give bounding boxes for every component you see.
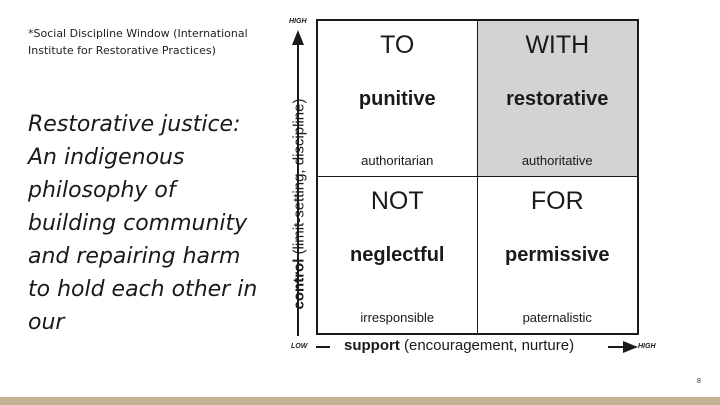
y-axis-arrowhead [292,30,304,45]
y-axis-label-rest: (limit-setting, discipline) [290,98,308,259]
x-axis-low-label: LOW [291,343,308,350]
x-axis-label-main: support [344,337,400,354]
quadrant-style: neglectful [350,244,445,266]
quadrant-style: restorative [506,88,609,110]
social-discipline-window: TO punitive authoritarian WITH restorati… [316,19,639,335]
y-axis: HIGH control (limit-setting, discipline) [286,18,312,336]
quadrant-desc: authoritarian [361,153,434,168]
y-axis-label: control (limit-setting, discipline) [291,99,308,310]
quadrant-style: punitive [358,88,436,110]
quadrant-word: WITH [525,31,590,59]
x-axis-high-label: HIGH [638,343,656,350]
quadrant-word: NOT [370,187,424,215]
x-axis-label-rest: (encouragement, nurture) [399,337,575,354]
quadrant-style: permissive [504,244,610,266]
x-axis: LOW support (encouragement, nurture) HIG… [288,336,668,358]
y-axis-label-main: control [290,258,308,310]
quadrant-not: NOT neglectful irresponsible [318,177,478,333]
slide-heading: Restorative justice: An indigenous philo… [28,112,258,335]
quadrant-to: TO punitive authoritarian [318,21,478,177]
diagram-caption: *Social Discipline Window (International… [28,27,248,57]
quadrant-with: WITH restorative authoritative [477,21,637,177]
quadrant-desc: authoritative [521,153,593,168]
y-axis-high-label: HIGH [289,18,307,25]
quadrant-desc: paternalistic [522,310,592,325]
x-axis-label: support (encouragement, nurture) [344,337,574,354]
page-number: 8 [697,378,701,385]
x-axis-arrowhead [623,341,638,353]
quadrant-desc: irresponsible [360,310,435,325]
quadrant-word: FOR [530,187,584,215]
quadrant-word: TO [380,31,415,59]
footer-bar [0,397,720,405]
quadrant-for: FOR permissive paternalistic [478,177,638,333]
